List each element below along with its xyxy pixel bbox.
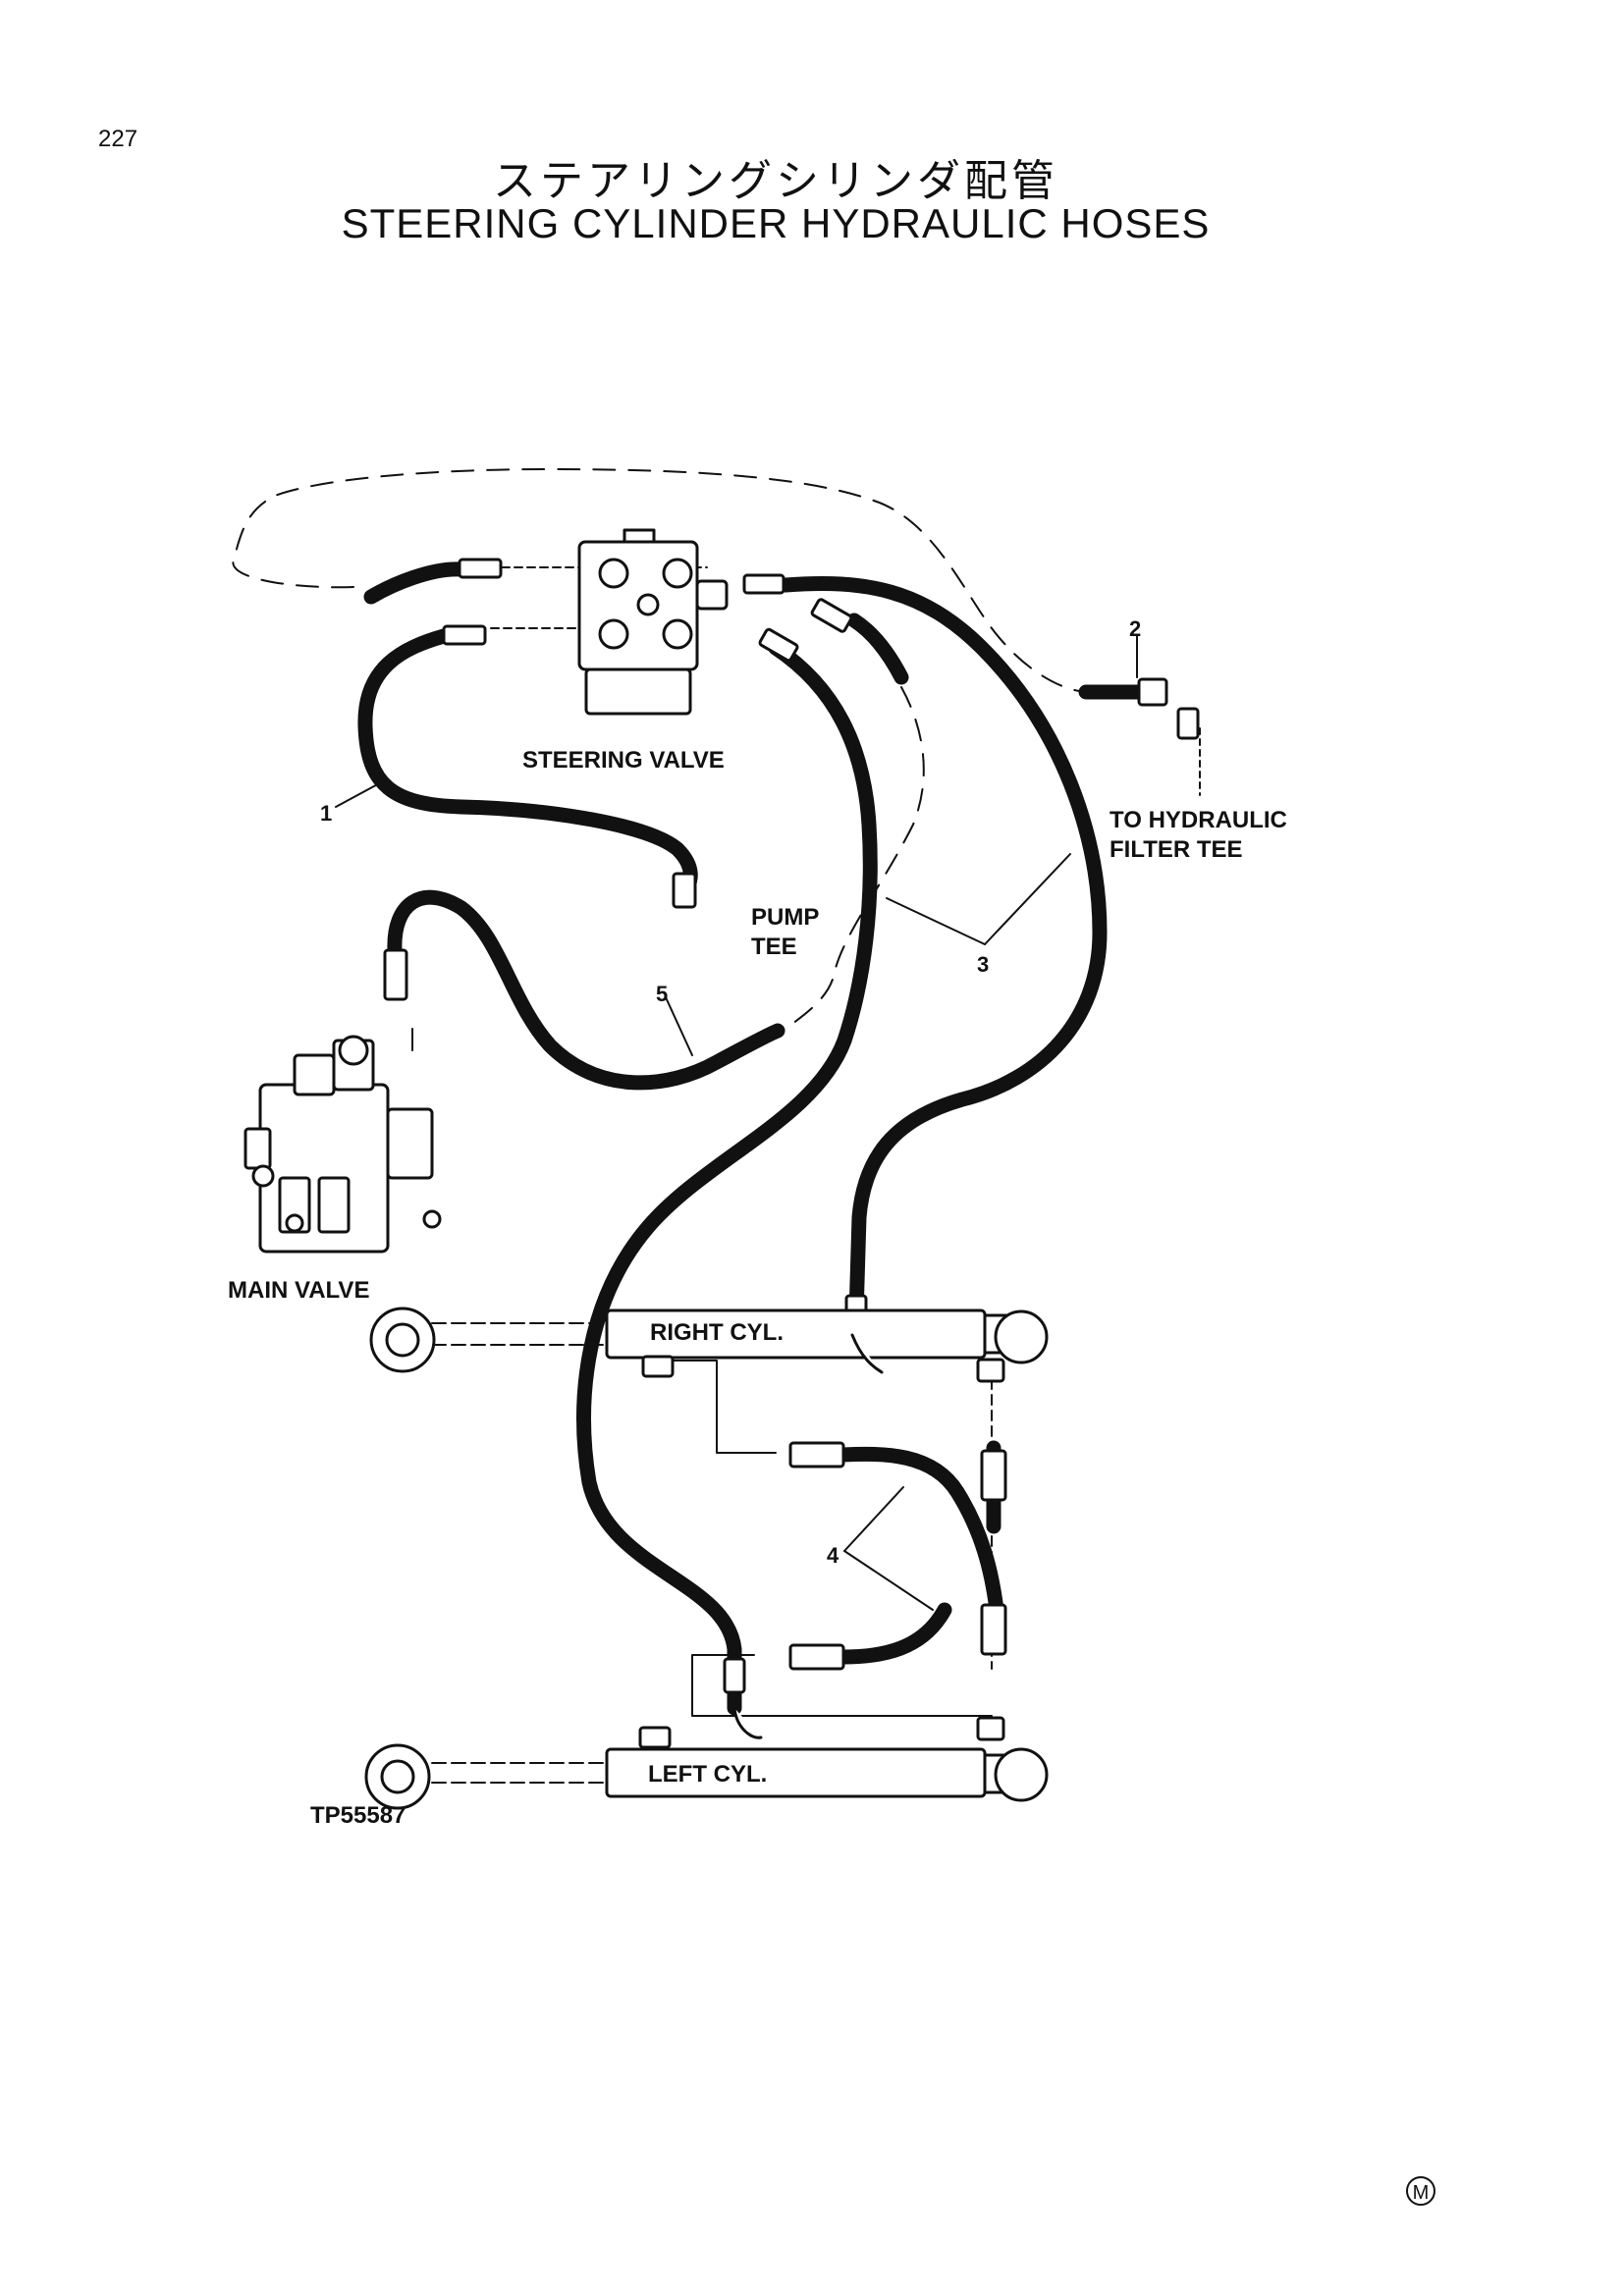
label-drawing-number: TP55587 <box>310 1802 406 1829</box>
label-steering-valve: STEERING VALVE <box>522 747 725 774</box>
title-english: STEERING CYLINDER HYDRAULIC HOSES <box>341 200 1211 246</box>
page-number: 227 <box>98 126 138 152</box>
right-cylinder-body <box>369 1307 1049 1383</box>
steering-valve-body <box>577 528 729 716</box>
hose-1 <box>357 628 698 896</box>
hose-4-upper <box>835 1446 1004 1618</box>
corner-mark: M <box>1406 2176 1435 2206</box>
label-main-valve: MAIN VALVE <box>228 1277 369 1304</box>
hose-5 <box>387 889 785 1091</box>
callout-1: 1 <box>320 801 332 826</box>
hose-steering-to-tank <box>363 561 469 605</box>
label-to-hydraulic-2: FILTER TEE <box>1110 836 1243 863</box>
hose-4-lower <box>835 1602 952 1665</box>
leader-3a <box>886 897 986 945</box>
leader-3b <box>984 853 1071 945</box>
label-pump-2: TEE <box>751 934 797 960</box>
callout-leaders <box>335 635 1138 1611</box>
left-cylinder-body <box>364 1706 1049 1810</box>
hose-fittings <box>383 558 1200 1694</box>
label-left-cyl: LEFT CYL. <box>648 1761 767 1788</box>
label-pump-1: PUMP <box>751 904 819 931</box>
title-japanese: ステアリングシリンダ配管 <box>493 156 1058 206</box>
callout-2: 2 <box>1129 616 1141 641</box>
leader-5 <box>665 996 693 1056</box>
leader-1 <box>335 779 386 808</box>
hose-3-left <box>576 640 878 1716</box>
hoses <box>357 561 1157 1716</box>
hose-steering-short <box>846 613 909 685</box>
label-to-hydraulic-1: TO HYDRAULIC <box>1110 807 1287 833</box>
callout-3: 3 <box>977 952 989 977</box>
leader-4a <box>843 1486 904 1552</box>
leader-4b <box>843 1550 934 1611</box>
callout-4: 4 <box>827 1543 839 1568</box>
label-right-cyl: RIGHT CYL. <box>650 1319 784 1346</box>
hose-3-right <box>778 576 1108 1323</box>
callout-5: 5 <box>656 982 668 1006</box>
main-valve-body <box>244 1035 442 1254</box>
